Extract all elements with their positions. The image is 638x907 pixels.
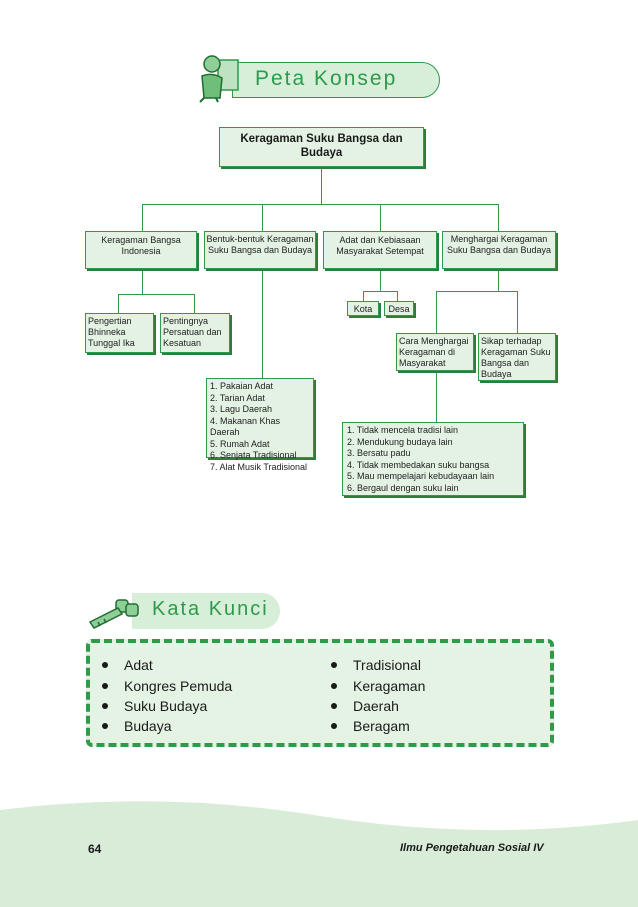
concept-keragaman-bangsa: Keragaman Bangsa Indonesia [85, 231, 197, 269]
bullet-icon [102, 723, 108, 730]
bullet-icon [102, 662, 108, 669]
connector [142, 204, 143, 231]
bullet-icon [102, 703, 108, 710]
connector [380, 204, 381, 231]
concept-adat-kebiasaan: Adat dan Kebiasaan Masyarakat Setempat [323, 231, 437, 269]
connector [118, 294, 195, 295]
keyword-item: Kongres Pemuda [102, 678, 232, 694]
keyword-item: Budaya [102, 718, 171, 734]
connector [262, 269, 263, 378]
bullet-icon [102, 683, 108, 690]
bullet-icon [331, 703, 337, 710]
connector [380, 269, 381, 291]
keyword-item: Beragam [331, 718, 410, 734]
list-item: 6. Senjata Tradisional [210, 450, 297, 460]
bentuk-keragaman-list: 1. Pakaian Adat 2. Tarian Adat 3. Lagu D… [206, 378, 314, 472]
keyword-item: Daerah [331, 698, 399, 714]
list-item: 7. Alat Musik Tradisional [210, 461, 308, 472]
book-title: Ilmu Pengetahuan Sosial IV [400, 842, 544, 854]
keyword-item: Adat [102, 657, 153, 673]
connector [118, 294, 119, 313]
concept-cara-menghargai: Cara Menghargai Keragaman di Masyarakat [396, 333, 474, 371]
connector [436, 291, 437, 333]
keys-icon [88, 599, 139, 629]
list-item: 5. Mau mempelajari kebudayaan lain [347, 471, 495, 481]
concept-desa: Desa [384, 301, 414, 316]
concept-pentingnya-persatuan: Pentingnya Persatuan dan Kesatuan [160, 313, 230, 353]
list-item: 6. Bergaul dengan suku lain [347, 482, 459, 493]
kata-kunci-box [86, 639, 554, 747]
page-number: 64 [88, 842, 102, 856]
peta-konsep-banner [232, 62, 440, 98]
connector [142, 269, 143, 294]
concept-pengertian-bhinneka: Pengertian Bhinneka Tunggal Ika [85, 313, 154, 353]
connector [436, 371, 437, 422]
connector [142, 204, 499, 205]
connector [194, 294, 195, 313]
connector [397, 291, 398, 301]
concept-kota: Kota [347, 301, 379, 316]
cara-menghargai-list: 1. Tidak mencela tradisi lain 2. Menduku… [342, 422, 524, 496]
connector [436, 291, 518, 292]
list-item: 2. Mendukung budaya lain [347, 436, 453, 447]
kata-kunci-banner [132, 593, 280, 629]
list-item: 2. Tarian Adat [210, 392, 265, 403]
connector [262, 204, 263, 231]
connector [498, 204, 499, 231]
keyword-item: Tradisional [331, 657, 421, 673]
connector [363, 291, 364, 301]
connector [498, 269, 499, 291]
keyword-item: Suku Budaya [102, 698, 207, 714]
list-item: 1. Tidak mencela tradisi lain [347, 425, 459, 435]
keyword-item: Keragaman [331, 678, 425, 694]
list-item: 1. Pakaian Adat [210, 381, 274, 391]
concept-menghargai-keragaman: Menghargai Keragaman Suku Bangsa dan Bud… [442, 231, 556, 269]
concept-sikap-terhadap: Sikap terhadap Keragaman Suku Bangsa dan… [478, 333, 556, 381]
bullet-icon [331, 662, 337, 669]
concept-bentuk-keragaman: Bentuk-bentuk Keragaman Suku Bangsa dan … [204, 231, 316, 269]
reading-child-icon [199, 55, 239, 103]
bullet-icon [331, 683, 337, 690]
list-item: 3. Lagu Daerah [210, 404, 273, 414]
main-concept-box: Keragaman Suku Bangsa dan Budaya [219, 127, 424, 167]
peta-konsep-title: Peta Konsep [255, 67, 398, 90]
connector [363, 291, 398, 292]
connector [517, 291, 518, 333]
kata-kunci-title: Kata Kunci [152, 598, 269, 620]
list-item: 4. Makanan Khas Daerah [210, 415, 281, 438]
list-item: 3. Bersatu padu [347, 448, 411, 458]
footer-wave [0, 801, 638, 907]
bullet-icon [331, 723, 337, 730]
list-item: 4. Tidak membedakan suku bangsa [347, 459, 490, 470]
connector [321, 167, 322, 205]
list-item: 5. Rumah Adat [210, 438, 270, 449]
